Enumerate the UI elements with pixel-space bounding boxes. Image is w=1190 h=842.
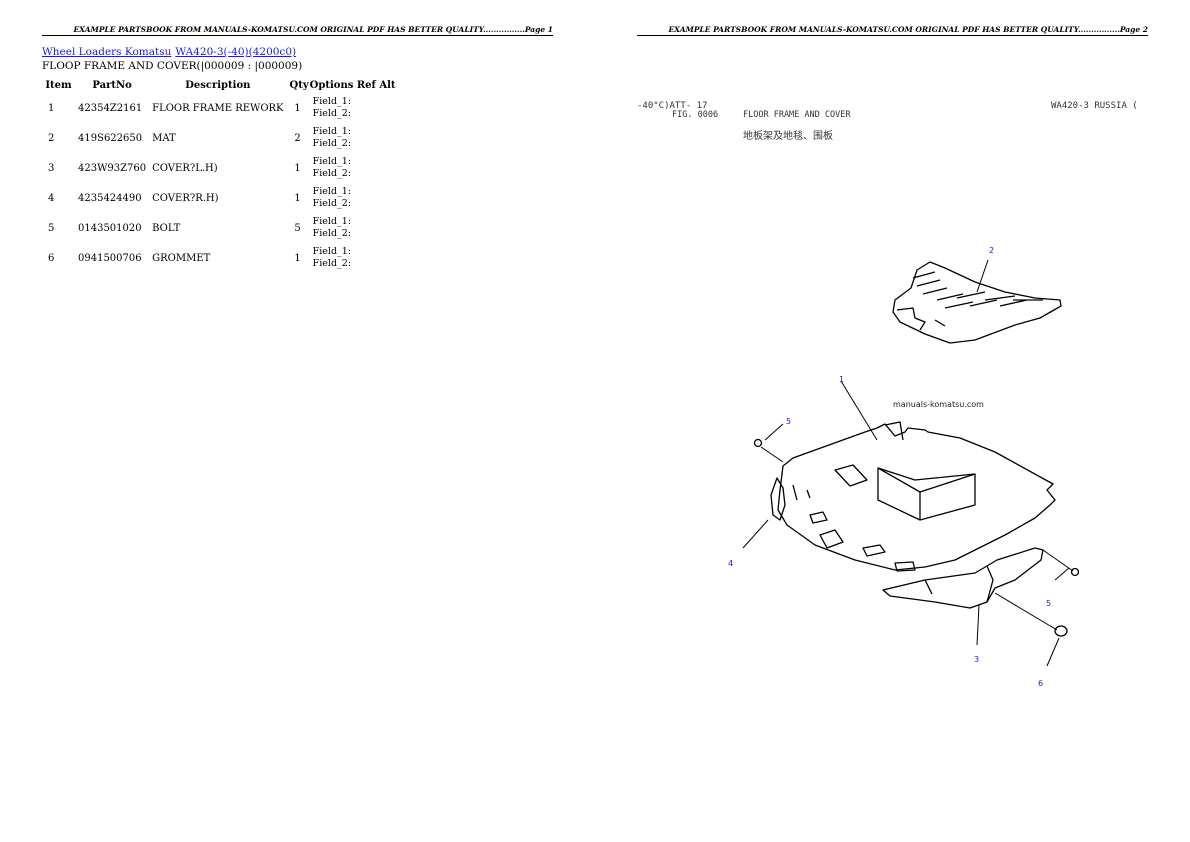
table-row: 1 42354Z2161 FLOOR FRAME REWORK 1 Field_… — [42, 93, 399, 123]
cell-options: Field_1:Field_2: — [312, 96, 352, 119]
exploded-parts-diagram — [742, 259, 1080, 667]
table-row: 6 0941500706 GROMMET 1 Field_1:Field_2: — [42, 243, 399, 273]
cell-partno: 0143501020 — [78, 222, 142, 234]
drawing-title-cn: 地板架及地毯、围板 — [743, 131, 833, 142]
cell-item: 2 — [48, 132, 55, 144]
parts-table: Item PartNo Description Qty Options Ref … — [42, 77, 399, 273]
cell-item: 3 — [48, 162, 55, 174]
cell-item: 1 — [48, 102, 55, 114]
col-partno: PartNo — [92, 79, 132, 91]
cell-qty: 1 — [294, 162, 301, 174]
cell-partno: 42354Z2161 — [78, 102, 143, 114]
cell-partno: 423W93Z760 — [78, 162, 147, 174]
cell-qty: 1 — [294, 252, 301, 264]
callout-5-right: 5 — [1046, 599, 1052, 608]
cell-options: Field_1:Field_2: — [312, 186, 352, 209]
table-row: 5 0143501020 BOLT 5 Field_1:Field_2: — [42, 213, 399, 243]
drawing-title-en: FLOOR FRAME AND COVER — [743, 110, 851, 120]
floor-frame-drawing — [777, 421, 1056, 572]
callout-6: 6 — [1038, 679, 1044, 688]
cell-options: Field_1:Field_2: — [312, 216, 352, 239]
breadcrumb-link-model[interactable]: WA420-3(-40)(4200c0) — [175, 46, 297, 58]
page-header: EXAMPLE PARTSBOOK FROM MANUALS-KOMATSU.C… — [42, 25, 553, 36]
bolt-drawing-right — [1070, 567, 1080, 577]
cell-qty: 5 — [294, 222, 301, 234]
cell-qty: 2 — [294, 132, 301, 144]
callout-2: 2 — [989, 246, 995, 255]
table-row: 3 423W93Z760 COVER?L.H) 1 Field_1:Field_… — [42, 153, 399, 183]
page-subtitle: FLOOP FRAME AND COVER(|000009 : |000009) — [42, 60, 303, 72]
cell-item: 5 — [48, 222, 55, 234]
col-item: Item — [45, 79, 72, 91]
col-options: Options Ref Alt — [309, 79, 396, 91]
cell-description: COVER?L.H) — [152, 162, 218, 174]
cell-description: MAT — [152, 132, 176, 144]
cover-rh-drawing — [882, 547, 1044, 609]
cell-partno: 419S622650 — [78, 132, 143, 144]
drawing-fig-number: FIG. 0006 — [672, 110, 719, 120]
callout-1: 1 — [839, 375, 845, 384]
drawing-watermark: manuals-komatsu.com — [893, 400, 984, 409]
drawing-top-right-label: WA420-3 RUSSIA ( — [1051, 101, 1138, 111]
cell-qty: 1 — [294, 192, 301, 204]
page-header: EXAMPLE PARTSBOOK FROM MANUALS-KOMATSU.C… — [637, 25, 1148, 36]
cell-item: 6 — [48, 252, 55, 264]
mat-drawing — [892, 261, 1062, 344]
page-2: EXAMPLE PARTSBOOK FROM MANUALS-KOMATSU.C… — [595, 0, 1190, 842]
callout-5-left: 5 — [786, 417, 792, 426]
table-row: 4 4235424490 COVER?R.H) 1 Field_1:Field_… — [42, 183, 399, 213]
table-header-row: Item PartNo Description Qty Options Ref … — [42, 77, 399, 93]
cell-options: Field_1:Field_2: — [312, 246, 352, 269]
cell-description: FLOOR FRAME REWORK — [152, 102, 284, 114]
col-description: Description — [185, 79, 251, 91]
cell-description: GROMMET — [152, 252, 211, 264]
callout-4: 4 — [728, 559, 734, 568]
page-1: EXAMPLE PARTSBOOK FROM MANUALS-KOMATSU.C… — [42, 25, 553, 273]
cell-options: Field_1:Field_2: — [312, 156, 352, 179]
breadcrumb-link-wheel-loaders[interactable]: Wheel Loaders Komatsu — [42, 46, 172, 58]
cell-description: COVER?R.H) — [152, 192, 219, 204]
cell-item: 4 — [48, 192, 55, 204]
grommet-drawing — [1054, 625, 1068, 637]
callout-3: 3 — [974, 655, 980, 664]
drawing-top-left-label: -40°C)ATT- 17 — [637, 101, 708, 111]
cell-qty: 1 — [294, 102, 301, 114]
table-row: 2 419S622650 MAT 2 Field_1:Field_2: — [42, 123, 399, 153]
col-qty: Qty — [289, 79, 309, 91]
cell-description: BOLT — [152, 222, 181, 234]
cell-partno: 0941500706 — [78, 252, 142, 264]
cell-partno: 4235424490 — [78, 192, 142, 204]
cell-options: Field_1:Field_2: — [312, 126, 352, 149]
side-cover-lh-drawing — [770, 477, 786, 521]
bolt-drawing-left — [753, 438, 763, 448]
